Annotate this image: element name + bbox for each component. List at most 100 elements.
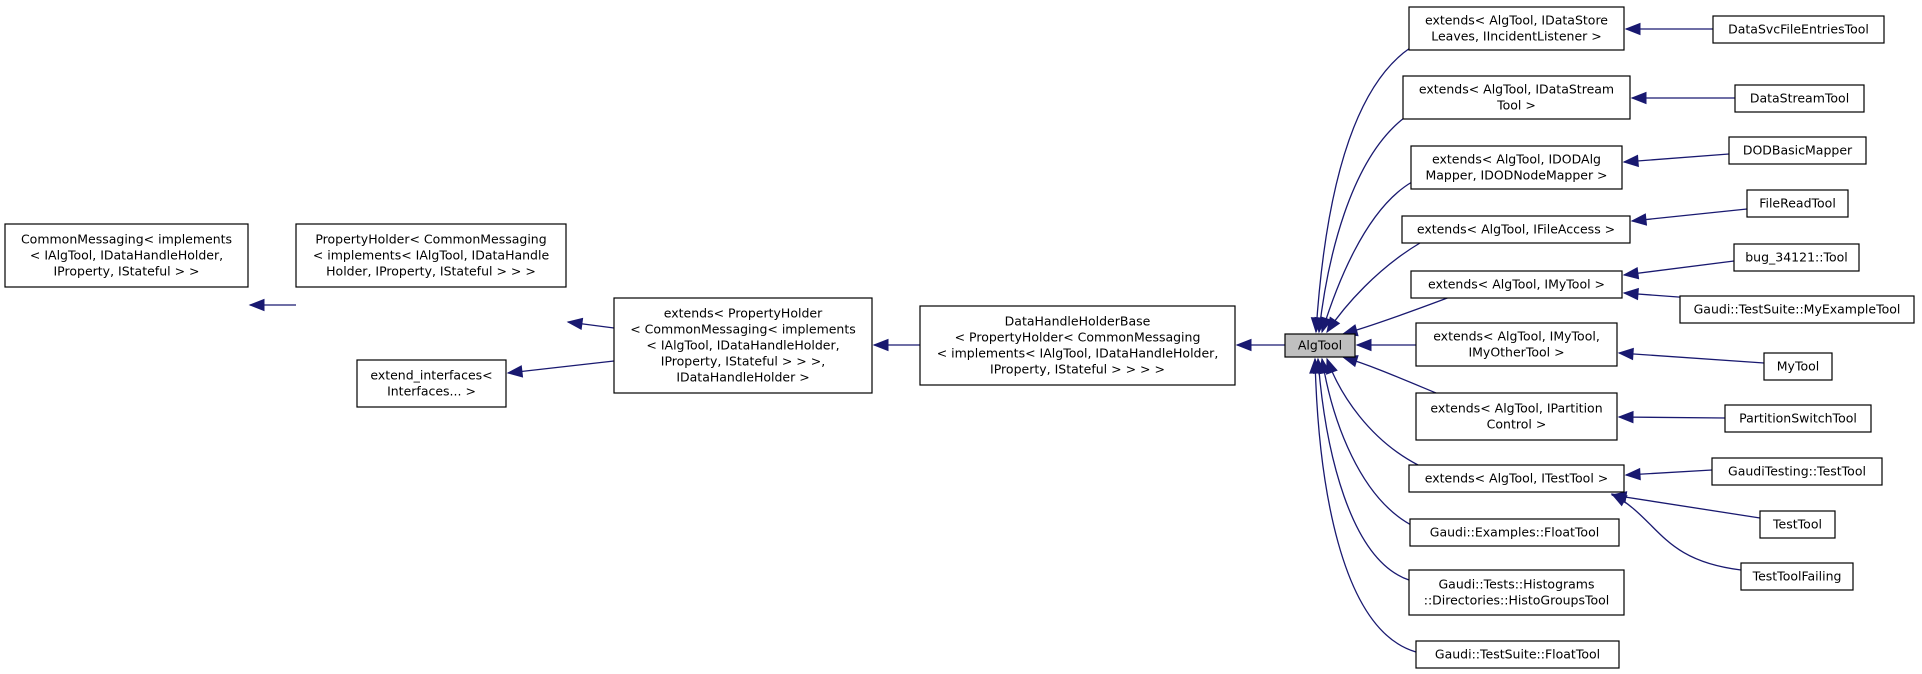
node-histogroupstool[interactable]: Gaudi::Tests::Histograms::Directories::H… — [1408, 569, 1625, 616]
edge-mytool-to-extends-myothertool — [1617, 347, 1765, 364]
node-label-line: GaudiTesting::TestTool — [1728, 464, 1866, 479]
node-label-line: extends< AlgTool, ITestTool > — [1425, 471, 1609, 486]
node-label-line: < PropertyHolder< CommonMessaging — [955, 330, 1201, 345]
edge-examples-floattool-to-algtool — [1318, 357, 1416, 528]
node-bug-34121-tool[interactable]: bug_34121::Tool — [1733, 243, 1860, 272]
node-box — [1712, 15, 1885, 44]
node-label-line: AlgTool — [1298, 338, 1342, 353]
node-box — [1401, 215, 1631, 244]
node-box — [1408, 6, 1625, 51]
node-label-line: Gaudi::TestSuite::MyExampleTool — [1694, 302, 1901, 317]
node-label-line: Gaudi::Tests::Histograms — [1438, 577, 1594, 592]
node-label-line: extend_interfaces< — [370, 368, 492, 383]
node-label-line: < implements< IAlgTool, IDataHandleHolde… — [937, 346, 1219, 361]
node-box — [1711, 457, 1883, 486]
edge-extends-testtool-to-algtool — [1326, 357, 1419, 466]
edge-extends-datastore-to-algtool — [1310, 47, 1411, 334]
node-extends-myothertool[interactable]: extends< AlgTool, IMyTool,IMyOtherTool > — [1415, 322, 1618, 367]
node-testtoolfailing[interactable]: TestToolFailing — [1740, 562, 1854, 591]
node-label-line: IProperty, IStateful > > — [54, 264, 200, 279]
node-box — [1402, 75, 1631, 120]
node-gauditesting-testtool[interactable]: GaudiTesting::TestTool — [1711, 457, 1883, 486]
node-property-holder[interactable]: PropertyHolder< CommonMessaging< impleme… — [295, 223, 567, 288]
node-label-line: IDataHandleHolder > — [676, 370, 809, 385]
node-box — [1733, 243, 1860, 272]
node-extends-mytool[interactable]: extends< AlgTool, IMyTool > — [1410, 270, 1623, 299]
node-label-line: extends< PropertyHolder — [664, 306, 823, 321]
edge-gauditesting-testtool-to-extends-testtool — [1624, 467, 1713, 481]
node-label-line: IProperty, IStateful > > >, — [661, 354, 825, 369]
edge-testtoolfailing-to-extends-testtool — [1610, 493, 1742, 571]
edge-testsuite-floattool-to-algtool — [1309, 357, 1417, 653]
node-datastreamtool[interactable]: DataStreamTool — [1734, 84, 1865, 113]
node-box — [1679, 295, 1915, 324]
node-box — [1415, 392, 1618, 441]
edge-property-holder-to-common-messaging — [248, 298, 296, 312]
node-testsuite-floattool[interactable]: Gaudi::TestSuite::FloatTool — [1415, 640, 1620, 669]
node-label-line: DataHandleHolderBase — [1005, 314, 1151, 329]
edges-layer — [248, 22, 1765, 653]
node-label-line: DataSvcFileEntriesTool — [1728, 22, 1869, 37]
node-label-line: < IAlgTool, IDataHandleHolder, — [30, 248, 223, 263]
node-extends-testtool[interactable]: extends< AlgTool, ITestTool > — [1408, 464, 1625, 493]
node-mytool[interactable]: MyTool — [1763, 352, 1833, 381]
node-label-line: Leaves, IIncidentListener > — [1431, 29, 1601, 44]
node-examples-floattool[interactable]: Gaudi::Examples::FloatTool — [1409, 518, 1620, 547]
node-label-line: MyTool — [1777, 359, 1819, 374]
edge-filereadtool-to-extends-fileaccess — [1630, 208, 1748, 226]
node-label-line: extends< AlgTool, IDataStream — [1419, 82, 1614, 97]
nodes-layer: CommonMessaging< implements< IAlgTool, I… — [4, 6, 1915, 669]
node-box — [1724, 404, 1872, 433]
node-box — [1415, 322, 1618, 367]
node-label-line: Interfaces... > — [387, 384, 476, 399]
node-label-line: PropertyHolder< CommonMessaging — [315, 232, 546, 247]
node-label-line: DataStreamTool — [1750, 91, 1849, 106]
edge-data-handle-holder-base-to-extends-property-holder — [872, 338, 920, 352]
node-box — [613, 297, 873, 394]
node-label-line: extends< AlgTool, IDataStore — [1425, 13, 1608, 28]
node-box — [1734, 84, 1865, 113]
node-partitionswitchtool[interactable]: PartitionSwitchTool — [1724, 404, 1872, 433]
node-box — [919, 305, 1236, 386]
node-label-line: DODBasicMapper — [1743, 143, 1853, 158]
node-data-handle-holder-base[interactable]: DataHandleHolderBase< PropertyHolder< Co… — [919, 305, 1236, 386]
node-label-line: CommonMessaging< implements — [21, 232, 232, 247]
node-label-line: Tool > — [1496, 98, 1536, 113]
node-label-line: Control > — [1487, 417, 1547, 432]
node-label-line: PartitionSwitchTool — [1739, 411, 1857, 426]
edge-extends-dodalg-to-algtool — [1320, 181, 1413, 334]
edge-bug-34121-tool-to-extends-mytool — [1622, 260, 1735, 280]
node-box — [295, 223, 567, 288]
node-extends-property-holder[interactable]: extends< PropertyHolder< CommonMessaging… — [613, 297, 873, 394]
node-filereadtool[interactable]: FileReadTool — [1746, 189, 1849, 218]
node-extends-fileaccess[interactable]: extends< AlgTool, IFileAccess > — [1401, 215, 1631, 244]
node-datasvcfileentriestool[interactable]: DataSvcFileEntriesTool — [1712, 15, 1885, 44]
node-box — [4, 223, 249, 288]
node-common-messaging[interactable]: CommonMessaging< implements< IAlgTool, I… — [4, 223, 249, 288]
edge-datastreamtool-to-extends-datastream — [1630, 91, 1735, 105]
edge-extends-myothertool-to-algtool — [1355, 338, 1416, 352]
node-box — [1746, 189, 1849, 218]
node-label-line: IMyOtherTool > — [1468, 345, 1564, 360]
node-algtool[interactable]: AlgTool — [1284, 333, 1356, 358]
node-box — [1410, 145, 1623, 190]
node-testtool[interactable]: TestTool — [1759, 510, 1836, 539]
node-dodbasicmapper[interactable]: DODBasicMapper — [1728, 136, 1867, 165]
edge-extends-property-holder-to-extend-interfaces — [506, 360, 615, 378]
node-label-line: Holder, IProperty, IStateful > > > — [326, 264, 536, 279]
node-extend-interfaces[interactable]: extend_interfaces<Interfaces... > — [356, 359, 507, 408]
node-box — [1759, 510, 1836, 539]
edge-histogroupstool-to-algtool — [1312, 357, 1410, 581]
node-box — [1410, 270, 1623, 299]
node-label-line: TestToolFailing — [1752, 569, 1842, 584]
node-myexampletool[interactable]: Gaudi::TestSuite::MyExampleTool — [1679, 295, 1915, 324]
node-label-line: < CommonMessaging< implements — [630, 322, 856, 337]
edge-partitionswitchtool-to-extends-partition — [1617, 410, 1726, 424]
node-label-line: ::Directories::HistoGroupsTool — [1424, 593, 1610, 608]
node-label-line: extends< AlgTool, IMyTool, — [1433, 329, 1600, 344]
node-label-line: extends< AlgTool, IDODAlg — [1432, 152, 1601, 167]
